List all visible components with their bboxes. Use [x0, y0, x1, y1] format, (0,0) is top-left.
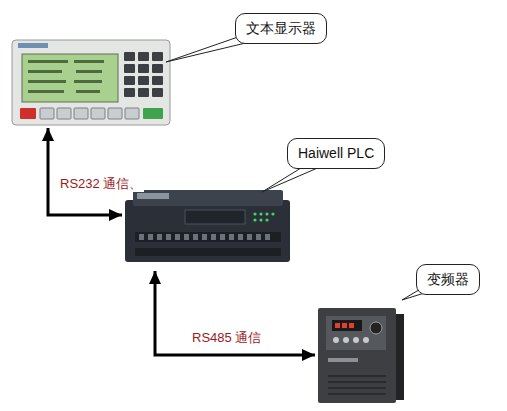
callout-bubble: 文本显示器 — [235, 13, 327, 44]
hmi-picture — [12, 40, 170, 125]
plc-picture — [125, 190, 290, 262]
comm-label: RS485 通信 — [190, 330, 263, 346]
device-node: 变频器 — [318, 308, 404, 403]
device-node: Haiwell PLC — [125, 190, 290, 268]
device-node: 文本显示器 — [12, 40, 170, 125]
inverter-picture — [318, 308, 404, 403]
comm-label: RS232 通信、 — [58, 176, 144, 192]
callout-bubble: 变频器 — [416, 264, 480, 295]
comm-connector — [155, 271, 315, 355]
comm-connector — [48, 128, 122, 215]
callout-bubble: Haiwell PLC — [287, 138, 385, 169]
